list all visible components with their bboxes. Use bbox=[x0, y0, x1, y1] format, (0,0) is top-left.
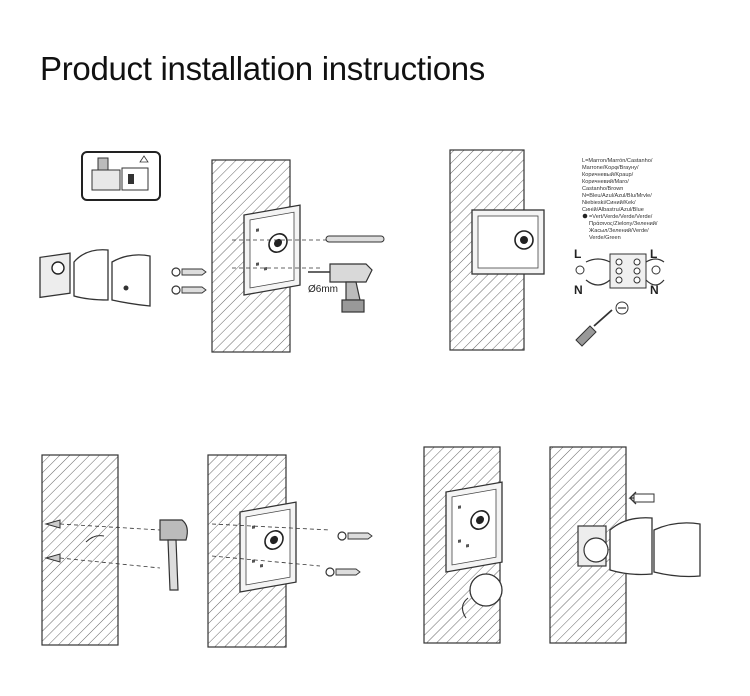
wire-color-legend: L=Marron/Marrón/Castanho/ Marrone/Kορφ/Β… bbox=[582, 158, 658, 241]
legend-line: Marrone/Kορφ/Βraунy/ bbox=[582, 165, 639, 171]
spirit-level-icon bbox=[325, 235, 385, 243]
light-bulb-icon bbox=[469, 573, 503, 607]
inset-box-icon bbox=[81, 151, 161, 201]
legend-line: L=Marron/Marrón/Castanho/ bbox=[582, 158, 653, 164]
terminal-label-n: N bbox=[574, 283, 583, 297]
terminal-block: L L N N bbox=[574, 247, 665, 297]
drill-size-label: Ø6mm bbox=[308, 284, 338, 295]
legend-line: Castanho/Brown bbox=[582, 186, 623, 192]
step2-group: L=Marron/Marrón/Castanho/ Marrone/Kορφ/Β… bbox=[449, 149, 665, 351]
drill-icon bbox=[308, 263, 373, 313]
mounting-plate bbox=[243, 204, 301, 296]
screwdriver-icon bbox=[575, 301, 629, 347]
screw-icon bbox=[325, 567, 361, 577]
hammer-icon bbox=[159, 519, 188, 591]
screw-icon bbox=[171, 267, 207, 277]
mounted-lamp bbox=[577, 517, 701, 578]
wall bbox=[41, 454, 119, 646]
legend-line: Verde/Green bbox=[589, 235, 621, 241]
screw-icon bbox=[171, 285, 207, 295]
terminal-label-n: N bbox=[650, 283, 659, 297]
ground-icon bbox=[575, 265, 585, 275]
ground-icon bbox=[582, 213, 588, 219]
mounting-plate bbox=[471, 209, 545, 275]
step3-group bbox=[41, 454, 373, 648]
legend-line: Жасыл/Зелений/Verde/ bbox=[589, 227, 649, 234]
rotate-arrow-icon bbox=[461, 597, 469, 619]
mounting-plate bbox=[239, 501, 297, 593]
legend-line: Коричневый/Kpaup/ bbox=[582, 171, 634, 178]
legend-line: =Vert/Verde/Verde/Verde/ bbox=[589, 214, 653, 220]
mounting-plate bbox=[445, 481, 503, 573]
legend-line: Niebieski/Синий/Kek/ bbox=[582, 199, 636, 206]
ground-icon bbox=[651, 265, 661, 275]
step1-group: Ø6mm bbox=[39, 151, 385, 353]
arrow-icon bbox=[85, 535, 105, 543]
page-title: Product installation instructions bbox=[40, 50, 485, 87]
lamp-exploded-parts bbox=[39, 249, 151, 307]
screw-icon bbox=[337, 531, 373, 541]
legend-line: Синій/Albastru/Azul/Blue bbox=[582, 206, 644, 213]
step4-group bbox=[423, 446, 701, 644]
terminal-label-l: L bbox=[650, 247, 657, 261]
legend-line: Коричневий/Maro/ bbox=[582, 178, 629, 185]
terminal-label-l: L bbox=[574, 247, 581, 261]
legend-line: N=Bleu/Azul/Azul/Blu/Mrvle/ bbox=[582, 193, 652, 199]
legend-line: Πράσινος/Zielony/Зелений/ bbox=[589, 220, 658, 227]
